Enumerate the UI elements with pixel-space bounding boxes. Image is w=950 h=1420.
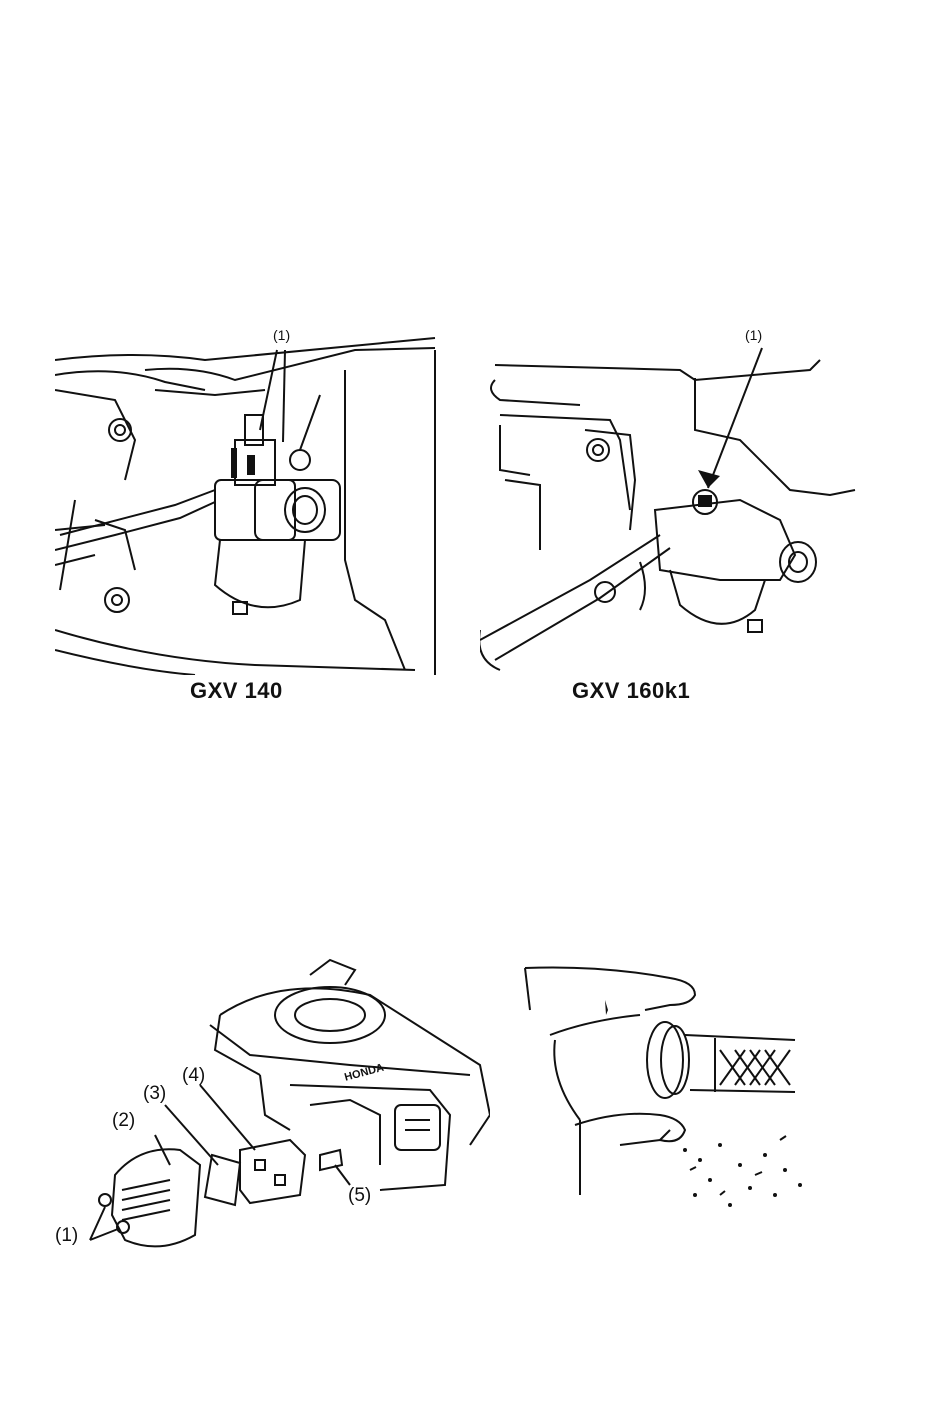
callout-4-muffler: (4)	[182, 1065, 205, 1087]
callout-3-muffler: (3)	[143, 1083, 166, 1105]
caption-gxv140: GXV 140	[190, 678, 283, 704]
callout-1-gxv160: (1)	[745, 327, 762, 343]
callout-1-gxv140: (1)	[273, 327, 290, 343]
caption-gxv160: GXV 160k1	[572, 678, 690, 704]
gxv160-figure: (1)	[480, 330, 865, 675]
callout-2-muffler: (2)	[112, 1110, 135, 1132]
gxv140-figure: (1)	[55, 330, 440, 675]
fuel-hose-illustration	[520, 960, 820, 1220]
muffler-figure: HONDA (1) (2) (3) (4) (5)	[50, 955, 490, 1275]
callout-5-muffler: (5)	[348, 1185, 371, 1207]
carburetor-illustration-gxv160	[480, 330, 865, 675]
carburetor-illustration-gxv140	[55, 330, 440, 675]
hose-figure	[520, 960, 820, 1220]
callout-1-muffler: (1)	[55, 1225, 78, 1247]
